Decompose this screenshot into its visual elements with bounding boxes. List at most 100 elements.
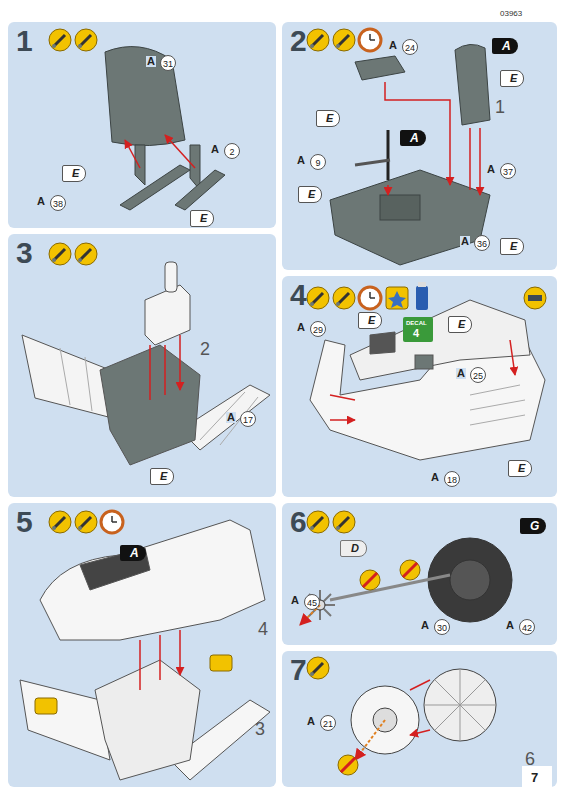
page-number: 7	[531, 771, 538, 784]
callout-number: 29	[310, 321, 326, 337]
step-panel: 2	[282, 22, 557, 270]
illustration-stroke	[8, 503, 276, 787]
part-sprue-letter: A	[420, 620, 430, 631]
paint-tag: E	[62, 165, 86, 182]
illustration-stroke	[355, 720, 385, 760]
illustration-stroke	[282, 651, 557, 787]
illustration-stroke	[370, 332, 395, 354]
decal-word: DECAL	[406, 320, 427, 326]
part-sprue-letter: A	[210, 144, 220, 155]
illustration-stroke	[359, 287, 381, 309]
illustration-stroke	[410, 680, 430, 735]
illustration-stroke	[330, 575, 450, 600]
step3-lower-wing	[22, 262, 270, 465]
illustration-stroke	[333, 511, 355, 533]
illustration-stroke	[49, 29, 71, 51]
subassembly-number: 2	[200, 340, 210, 358]
illustration-stroke	[145, 285, 190, 345]
paint-tag: G	[520, 518, 546, 534]
illustration-stroke	[455, 44, 490, 125]
illustration-stroke	[387, 130, 390, 180]
part-sprue-letter: A	[505, 620, 515, 631]
paint-tag: E	[190, 210, 214, 227]
callout-number: 42	[519, 619, 535, 635]
illustration-stroke	[415, 355, 433, 369]
step6-engine-parts	[300, 538, 512, 625]
illustration-stroke	[416, 286, 428, 310]
illustration-stroke	[75, 511, 97, 533]
illustration-stroke	[388, 291, 406, 308]
illustration-stroke	[210, 655, 232, 671]
step4-fuselage	[310, 300, 545, 460]
illustration-stroke	[307, 657, 329, 679]
paint-tag: E	[448, 316, 472, 333]
illustration-stroke	[333, 29, 355, 51]
paint-tag: E	[500, 70, 524, 87]
illustration-stroke	[528, 295, 542, 301]
paint-tag: E	[500, 238, 524, 255]
part-sprue-letter: A	[296, 155, 306, 166]
illustration-stroke	[307, 287, 329, 309]
illustration-stroke	[338, 755, 358, 775]
illustration-stroke	[40, 520, 265, 640]
callout-number: 2	[224, 143, 240, 159]
illustration-stroke	[35, 698, 57, 714]
illustration-stroke	[428, 538, 512, 622]
document-number: 03963	[500, 10, 522, 18]
part-sprue-letter: A	[456, 368, 466, 379]
illustration-stroke	[75, 243, 97, 265]
illustration-stroke	[350, 300, 530, 380]
step1-seat	[105, 47, 225, 210]
part-sprue-letter: A	[430, 472, 440, 483]
illustration-stroke	[400, 560, 420, 580]
illustration-stroke	[450, 560, 490, 600]
callout-number: 31	[160, 55, 176, 71]
illustration-stroke	[470, 128, 480, 195]
illustration-stroke	[125, 140, 140, 168]
illustration-stroke	[165, 135, 195, 168]
illustration-stroke	[330, 395, 355, 420]
illustration-stroke	[380, 195, 420, 220]
illustration-stroke	[387, 185, 389, 195]
illustration-stroke	[385, 82, 450, 185]
illustration-stroke	[8, 22, 276, 228]
illustration-stroke	[360, 570, 380, 590]
part-sprue-letter: A	[36, 196, 46, 207]
illustration-stroke	[49, 511, 71, 533]
illustration-stroke	[522, 766, 552, 790]
paint-tag: A	[492, 38, 518, 54]
subassembly-number: 1	[495, 98, 505, 116]
subassembly-number: 3	[255, 720, 265, 738]
illustration-stroke	[355, 160, 390, 165]
part-sprue-letter: A	[226, 412, 236, 423]
illustration-stroke	[386, 287, 408, 309]
illustration-stroke	[282, 22, 557, 270]
step-panel: 1	[8, 22, 276, 228]
step-panel: 3	[8, 234, 276, 497]
illustration-stroke	[105, 47, 185, 146]
illustration-stroke	[101, 511, 123, 533]
callout-number: 38	[50, 195, 66, 211]
part-sprue-letter: A	[306, 716, 316, 727]
step-number: 5	[16, 507, 33, 537]
paint-tag: E	[150, 468, 174, 485]
illustration-stroke	[49, 243, 71, 265]
part-sprue-letter: A	[460, 236, 470, 247]
step5-fuselage-wing	[20, 520, 270, 780]
illustration-stroke	[140, 630, 180, 690]
callout-number: 25	[470, 367, 486, 383]
illustration-stroke	[424, 669, 496, 741]
callout-number: 37	[500, 163, 516, 179]
callout-number: 45	[304, 594, 320, 610]
illustration-stroke	[355, 56, 405, 80]
panel-grounds	[8, 22, 557, 790]
step-number: 4	[290, 280, 307, 310]
callout-number: 24	[402, 39, 418, 55]
illustration-stroke	[359, 29, 381, 51]
part-sprue-letter: A	[146, 56, 156, 67]
step7-engine	[338, 669, 496, 775]
illustration-stroke	[418, 282, 426, 287]
illustration-stroke	[403, 317, 433, 342]
illustration-stroke	[95, 660, 200, 780]
